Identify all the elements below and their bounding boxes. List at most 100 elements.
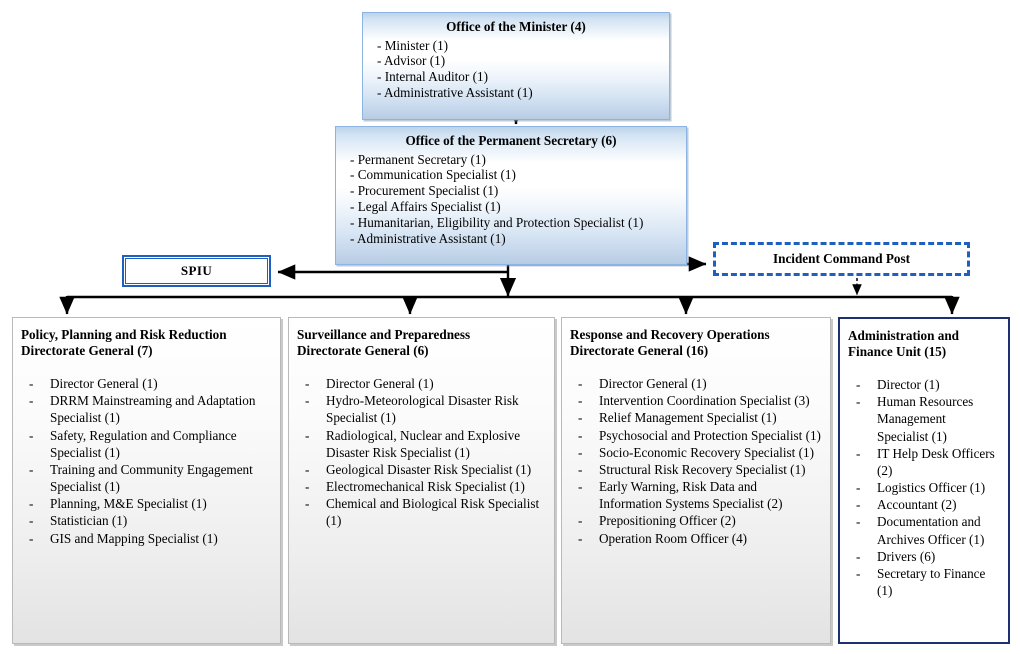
directorate-staff-list: -Director (1)-Human Resources Management… — [848, 376, 1000, 599]
directorate-title-line-2: Finance Unit (15) — [848, 343, 947, 359]
list-item: -Drivers (6) — [848, 548, 1000, 565]
list-item-label: Accountant (2) — [877, 497, 957, 513]
directorate-title-line-2: Directorate General (6) — [297, 342, 429, 358]
list-item: -Electromechanical Risk Specialist (1) — [297, 478, 546, 495]
bullet-dash: - — [578, 427, 583, 443]
list-item: - Procurement Specialist (1) — [350, 183, 499, 199]
list-item: -Hydro-Meteorological Disaster Risk Spec… — [297, 392, 546, 426]
directorate-title-line-1: Policy, Planning and Risk Reduction — [21, 327, 227, 342]
list-item: - Communication Specialist (1) — [350, 167, 516, 183]
list-item-label: Psychosocial and Protection Specialist (… — [599, 427, 821, 443]
list-item: - Permanent Secretary (1) — [350, 151, 486, 167]
list-item: -Director General (1) — [21, 375, 272, 392]
bullet-dash: - — [29, 376, 34, 392]
list-item-label: Secretary to Finance (1) — [877, 565, 986, 599]
list-item-label: Director General (1) — [599, 376, 707, 392]
office-of-permanent-secretary-list: - Permanent Secretary (1) - Communicatio… — [340, 152, 682, 247]
list-item-label: Early Warning, Risk Data and Information… — [599, 479, 783, 512]
directorate-title-line-2: Directorate General (16) — [570, 342, 709, 358]
list-item-label: Director General (1) — [326, 376, 434, 392]
directorate-staff-list: -Director General (1)-DRRM Mainstreaming… — [21, 375, 272, 547]
bullet-dash: - — [578, 393, 583, 409]
list-item: -Prepositioning Officer (2) — [570, 512, 822, 529]
list-item: - Humanitarian, Eligibility and Protecti… — [350, 214, 644, 230]
list-item: -GIS and Mapping Specialist (1) — [21, 530, 272, 547]
list-item: -Chemical and Biological Risk Specialist… — [297, 495, 546, 529]
office-of-permanent-secretary-title: Office of the Permanent Secretary (6) — [405, 133, 617, 148]
bullet-dash: - — [29, 530, 34, 546]
list-item: -Training and Community Engagement Speci… — [21, 461, 272, 495]
spiu-box[interactable]: SPIU — [122, 255, 271, 287]
list-item-label: Electromechanical Risk Specialist (1) — [326, 479, 525, 495]
bullet-dash: - — [578, 479, 583, 495]
list-item: -Early Warning, Risk Data and Informatio… — [570, 478, 822, 512]
list-item-label: Socio-Economic Recovery Specialist (1) — [599, 444, 814, 460]
list-item: -Accountant (2) — [848, 496, 1000, 513]
list-item-label: Chemical and Biological Risk Specialist … — [326, 496, 540, 529]
list-item: -Documentation and Archives Officer (1) — [848, 513, 1000, 547]
list-item: - Legal Affairs Specialist (1) — [350, 199, 501, 215]
list-item: -Operation Room Officer (4) — [570, 530, 822, 547]
bullet-dash: - — [305, 496, 310, 512]
bullet-dash: - — [29, 427, 34, 443]
list-item: - Administrative Assistant (1) — [350, 230, 506, 246]
list-item: -Socio-Economic Recovery Specialist (1) — [570, 444, 822, 461]
bullet-dash: - — [578, 530, 583, 546]
list-item-label: Human Resources Management Specialist (1… — [877, 394, 974, 444]
bullet-dash: - — [856, 497, 861, 513]
incident-command-post-box[interactable]: Incident Command Post — [713, 242, 970, 276]
bullet-dash: - — [578, 461, 583, 477]
list-item: -Human Resources Management Specialist (… — [848, 393, 1000, 444]
list-item: -Radiological, Nuclear and Explosive Dis… — [297, 427, 546, 461]
list-item: -Secretary to Finance (1) — [848, 565, 1000, 599]
bullet-dash: - — [578, 376, 583, 392]
bullet-dash: - — [856, 548, 861, 564]
list-item-label: Logistics Officer (1) — [877, 480, 986, 496]
bullet-dash: - — [305, 376, 310, 392]
list-item: -Safety, Regulation and Compliance Speci… — [21, 427, 272, 461]
list-item-label: Prepositioning Officer (2) — [599, 513, 736, 529]
list-item-label: Hydro-Meteorological Disaster Risk Speci… — [326, 393, 519, 426]
office-of-minister-list: - Minister (1) - Advisor (1) - Internal … — [367, 38, 665, 101]
list-item-label: Director (1) — [877, 377, 940, 393]
office-of-permanent-secretary-box[interactable]: Office of the Permanent Secretary (6) - … — [335, 126, 687, 265]
bullet-dash: - — [856, 514, 861, 530]
list-item: - Advisor (1) — [377, 53, 446, 69]
bullet-dash: - — [856, 565, 861, 581]
list-item-label: Documentation and Archives Officer (1) — [877, 514, 985, 547]
list-item: -Director General (1) — [570, 375, 822, 392]
list-item: -Structural Risk Recovery Specialist (1) — [570, 461, 822, 478]
list-item: -Planning, M&E Specialist (1) — [21, 495, 272, 512]
directorate-title-line-1: Administration and — [848, 328, 960, 343]
directorate-title-line-2: Directorate General (7) — [21, 342, 153, 358]
list-item: -Director General (1) — [297, 375, 546, 392]
list-item: -DRRM Mainstreaming and Adaptation Speci… — [21, 392, 272, 426]
list-item-label: Drivers (6) — [877, 548, 936, 564]
list-item: -Director (1) — [848, 376, 1000, 393]
list-item-label: Intervention Coordination Specialist (3) — [599, 393, 810, 409]
directorate-title-line-1: Response and Recovery Operations — [570, 327, 770, 342]
list-item-label: Training and Community Engagement Specia… — [50, 461, 253, 495]
list-item: - Minister (1) — [377, 37, 449, 53]
list-item-label: Structural Risk Recovery Specialist (1) — [599, 461, 806, 477]
office-of-minister-box[interactable]: Office of the Minister (4) - Minister (1… — [362, 12, 670, 120]
list-item: -Geological Disaster Risk Specialist (1) — [297, 461, 546, 478]
list-item-label: Radiological, Nuclear and Explosive Disa… — [326, 427, 521, 460]
bullet-dash: - — [856, 480, 861, 496]
list-item-label: Geological Disaster Risk Specialist (1) — [326, 461, 532, 477]
bullet-dash: - — [578, 444, 583, 460]
bullet-dash: - — [856, 445, 861, 461]
list-item: -Relief Management Specialist (1) — [570, 409, 822, 426]
bullet-dash: - — [578, 513, 583, 529]
list-item: -Intervention Coordination Specialist (3… — [570, 392, 822, 409]
directorate-staff-list: -Director General (1)-Hydro-Meteorologic… — [297, 375, 546, 529]
office-of-minister-title: Office of the Minister (4) — [446, 19, 586, 34]
